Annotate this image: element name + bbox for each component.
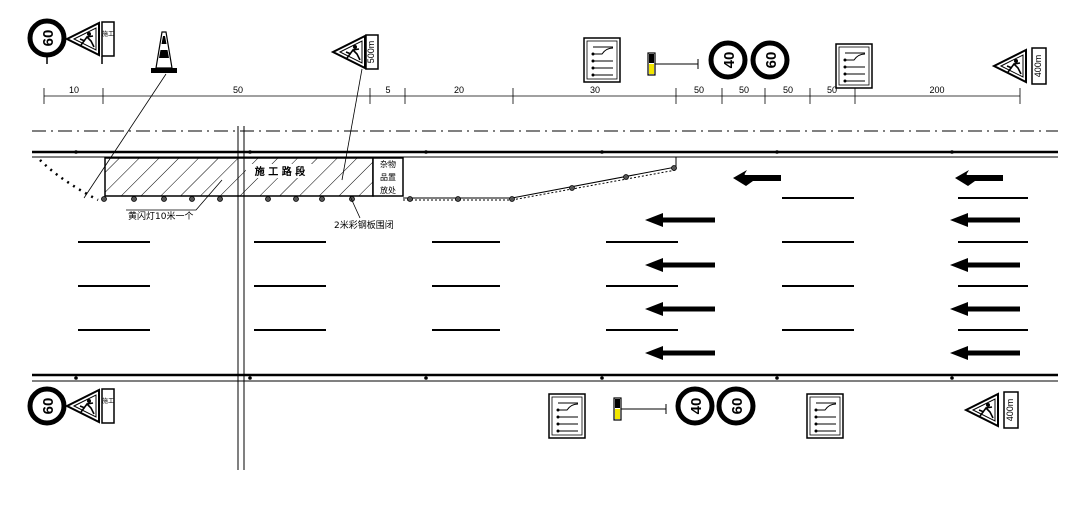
- distance-400m-text: 400m: [1033, 55, 1043, 78]
- flash-light-annotation: 黄闪灯10米一个: [128, 210, 193, 222]
- lane-reduction-sign: [806, 393, 844, 439]
- speed-limit-60-sign: 60: [753, 43, 787, 77]
- flashing-signal-light: [613, 397, 667, 421]
- speed-limit-60-sign: 60: [30, 21, 64, 64]
- speed-limit-value: 60: [763, 52, 780, 69]
- distance-500m-text: 500m: [366, 41, 376, 64]
- left-arrow-icon: [645, 302, 715, 316]
- construction-vertical-plate: 施工: [101, 388, 115, 424]
- speed-limit-value: 40: [721, 52, 738, 69]
- storage-label-line: 杂物: [380, 159, 396, 169]
- left-arrow-icon: [950, 213, 1020, 227]
- dimension-label: 20: [454, 85, 464, 95]
- bottom-sign-row: 60 施工 40 60: [30, 388, 1019, 439]
- dimension-label: 200: [929, 85, 944, 95]
- construction-warning-500m-sign: [332, 35, 366, 69]
- lane-reduction-sign: [548, 393, 586, 439]
- work-zone-label: 施 工 路 段: [255, 165, 305, 178]
- distance-plate-400m: 400m: [1003, 391, 1019, 429]
- lane-reduction-sign: [583, 37, 621, 83]
- road: [32, 126, 1058, 470]
- dimension-label: 50: [827, 85, 837, 95]
- construction-warning-sign: [66, 389, 100, 423]
- work-zone: 施 工 路 段 杂物 品置 放处: [39, 156, 677, 202]
- left-arrow-icon: [645, 258, 715, 272]
- speed-limit-40-sign: 40: [678, 389, 712, 423]
- dimension-label: 5: [385, 85, 390, 95]
- flashing-signal-light: [647, 52, 699, 76]
- dimension-label: 30: [590, 85, 600, 95]
- merge-arrow-icon: [954, 169, 1004, 187]
- speed-limit-60-sign: 60: [719, 389, 753, 423]
- speed-limit-value: 60: [40, 398, 57, 415]
- speed-limit-40-sign: 40: [711, 43, 745, 77]
- fence-annotation: 2米彩钢板围闭: [334, 219, 394, 231]
- left-arrow-icon: [950, 346, 1020, 360]
- distance-plate-400m: 400m: [1031, 47, 1047, 85]
- leader-lines: [83, 68, 363, 219]
- construction-plate-text: 施工: [102, 30, 114, 38]
- construction-vertical-plate: 施工: [101, 21, 115, 64]
- dimension-line: 10 50 5 20 30 50 50 50 50 200: [43, 85, 1021, 104]
- dimension-label: 50: [694, 85, 704, 95]
- traffic-cone-icon: [151, 31, 177, 73]
- merge-arrow-icon: [732, 169, 782, 187]
- speed-limit-value: 60: [40, 30, 57, 47]
- left-arrow-icon: [950, 258, 1020, 272]
- construction-plate-text: 施工: [102, 397, 114, 405]
- distance-400m-text: 400m: [1005, 399, 1015, 422]
- speed-limit-value: 40: [688, 398, 705, 415]
- dimension-label: 10: [69, 85, 79, 95]
- construction-warning-400m-sign: [993, 49, 1027, 83]
- storage-label-line: 品置: [380, 173, 396, 182]
- dimension-label: 50: [739, 85, 749, 95]
- left-arrow-icon: [645, 346, 715, 360]
- left-arrow-icon: [645, 213, 715, 227]
- storage-label-line: 放处: [380, 185, 396, 195]
- construction-warning-sign: [66, 22, 100, 56]
- speed-limit-value: 60: [729, 398, 746, 415]
- dimension-label: 50: [783, 85, 793, 95]
- top-sign-row: 60 施工 500m: [30, 21, 1047, 89]
- construction-warning-400m-sign: [965, 393, 999, 427]
- distance-plate-500m: 500m: [365, 34, 379, 70]
- lane-markings: [78, 197, 1028, 331]
- speed-limit-60-sign: 60: [30, 389, 64, 423]
- dimension-label: 50: [233, 85, 243, 95]
- lane-reduction-sign: [835, 43, 873, 89]
- left-arrow-icon: [950, 302, 1020, 316]
